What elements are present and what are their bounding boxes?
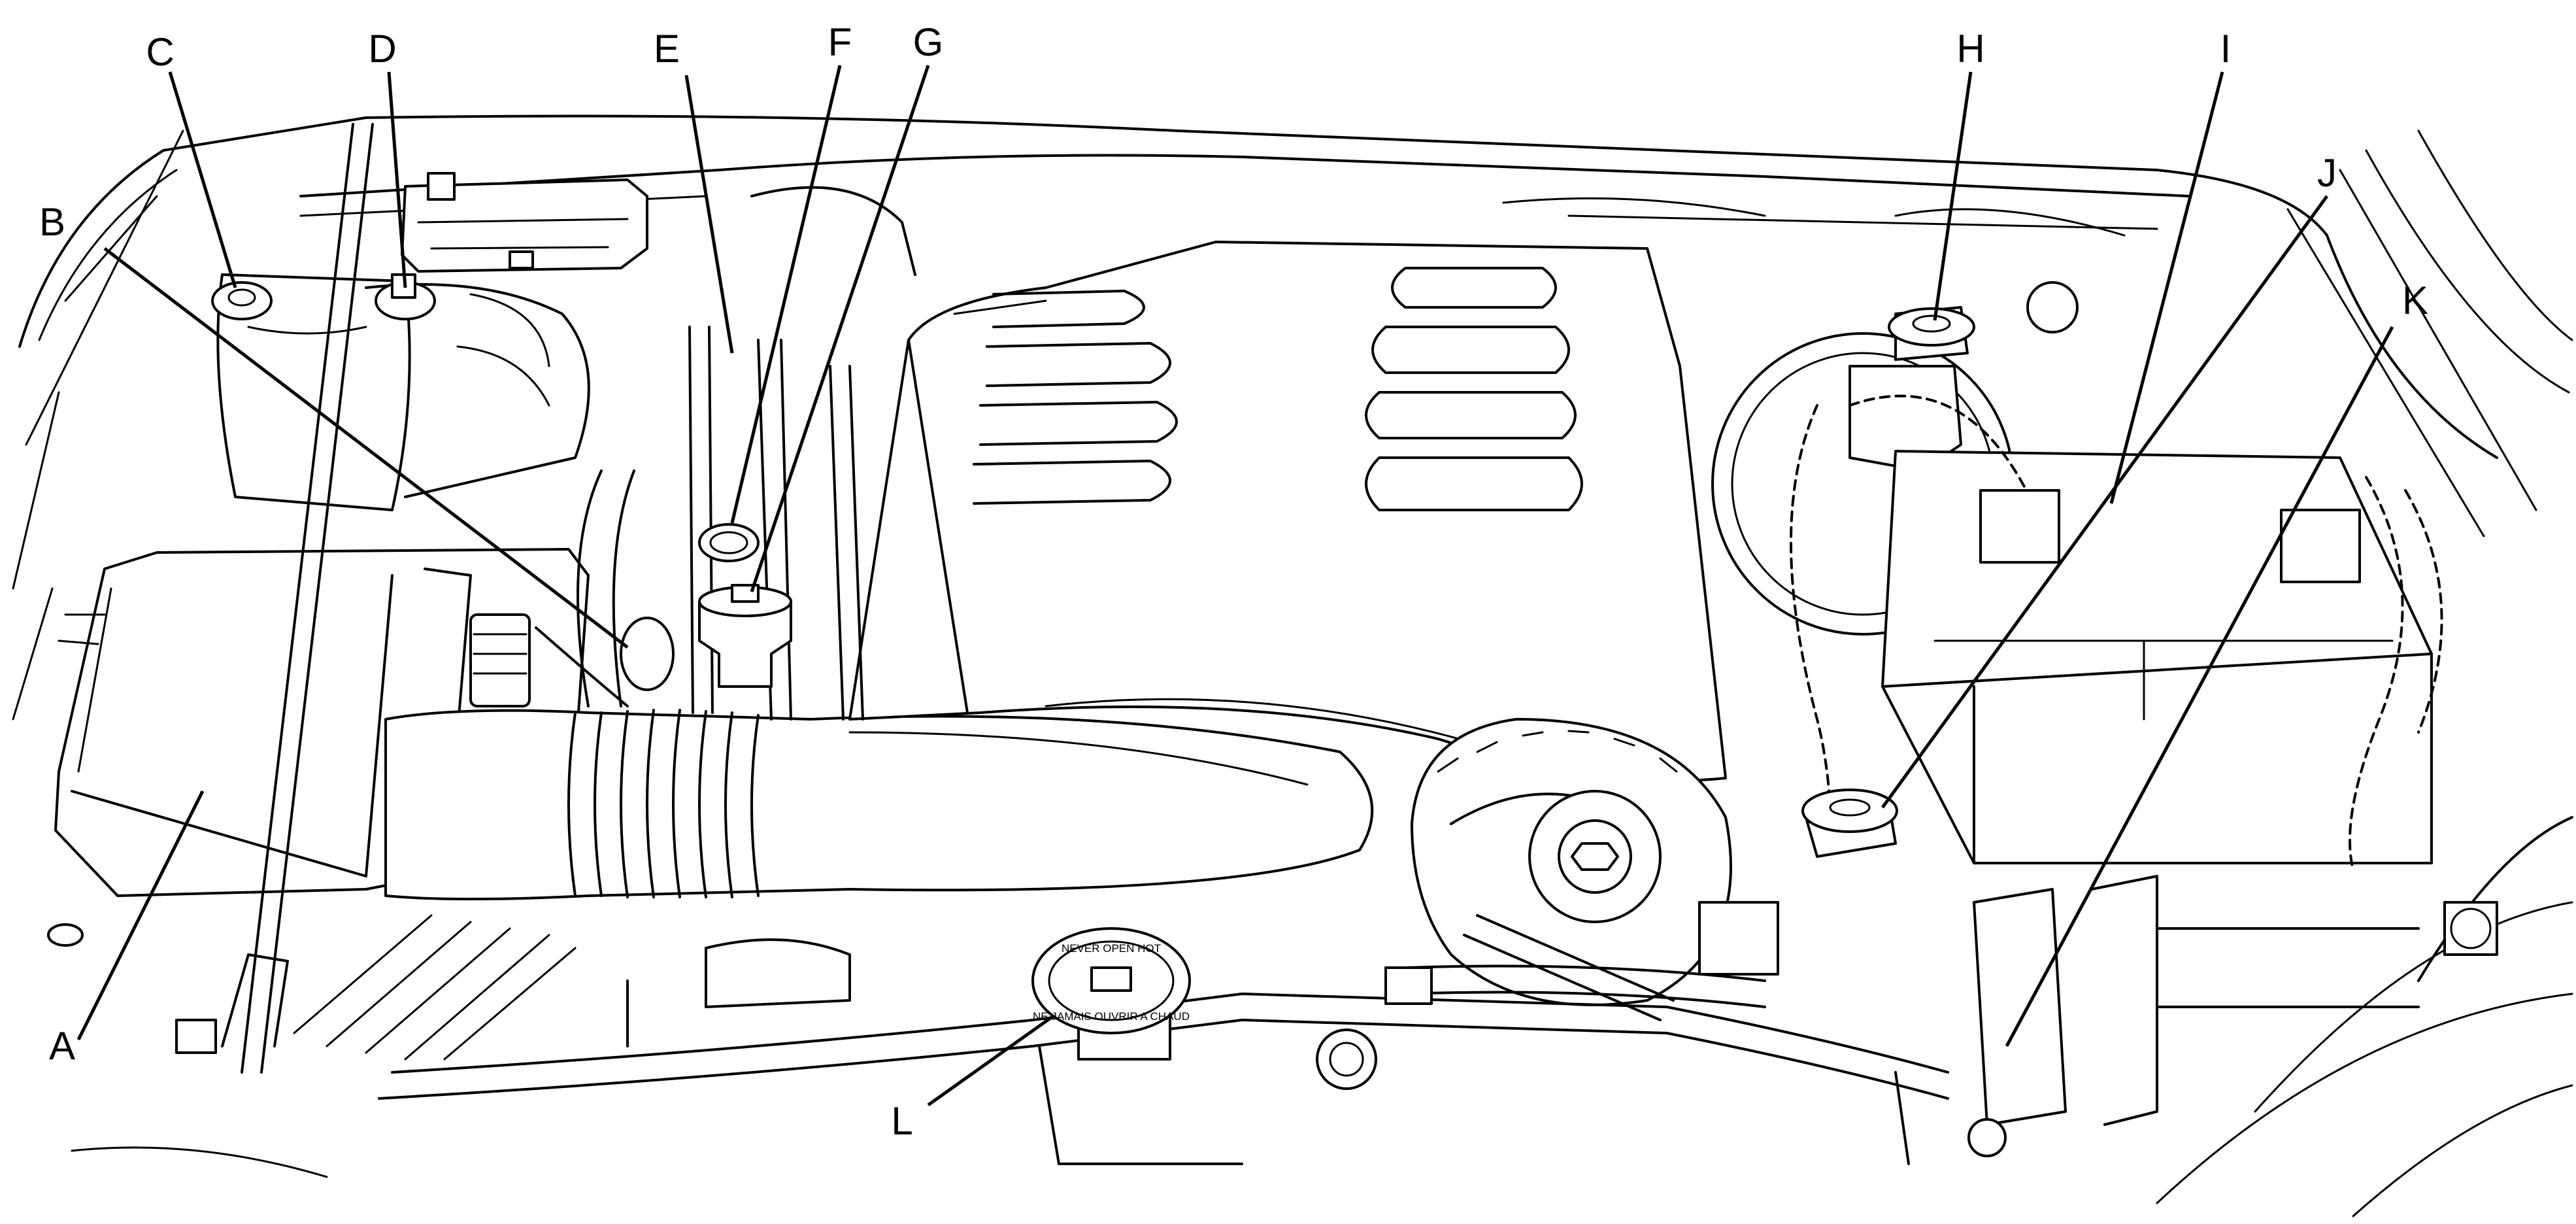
engine-cover bbox=[848, 241, 1727, 782]
label-l: L bbox=[891, 1099, 912, 1143]
oil-fill-ring bbox=[698, 523, 760, 562]
leader-e bbox=[684, 75, 734, 354]
label-j: J bbox=[2317, 151, 2337, 195]
power-steering-cap bbox=[1801, 789, 1898, 833]
leader-k bbox=[2005, 326, 2394, 1047]
power-steering-reservoir bbox=[1801, 789, 1898, 858]
b-fitting bbox=[620, 617, 675, 691]
label-f: F bbox=[828, 20, 852, 64]
radiator-area: NEVER OPEN HOT NE JAMAIS OUVRIR A CHAUD bbox=[378, 927, 1949, 1165]
callout-leaders bbox=[76, 65, 2394, 1107]
leader-l bbox=[927, 1015, 1054, 1107]
leader-c bbox=[168, 71, 237, 288]
label-k: K bbox=[2402, 279, 2428, 322]
battery-terminal-pos bbox=[1979, 489, 2060, 564]
label-c: C bbox=[146, 30, 174, 74]
leader-a bbox=[76, 790, 205, 1041]
label-e: E bbox=[654, 27, 680, 71]
battery-terminal-neg bbox=[2280, 509, 2361, 583]
reservoir-tanks bbox=[211, 273, 590, 511]
radiator-cap: NEVER OPEN HOT NE JAMAIS OUVRIR A CHAUD bbox=[1031, 927, 1191, 1034]
alternator bbox=[1411, 718, 1779, 1021]
label-g: G bbox=[913, 20, 944, 64]
leader-b bbox=[103, 247, 629, 649]
leader-d bbox=[387, 71, 407, 288]
label-b: B bbox=[39, 200, 65, 244]
leader-j bbox=[1881, 195, 2329, 809]
fuse-block bbox=[401, 172, 648, 273]
air-intake-duct bbox=[384, 709, 1374, 900]
hood-and-fender-outline bbox=[12, 114, 2573, 1217]
brake-master-cylinder bbox=[1711, 281, 2079, 636]
radiator-cap-text-1: NEVER OPEN HOT bbox=[1062, 942, 1161, 955]
leader-g bbox=[750, 65, 930, 592]
lower-components bbox=[47, 875, 2498, 1178]
hood-prop-rods bbox=[241, 123, 374, 1074]
label-d: D bbox=[368, 27, 396, 71]
label-a: A bbox=[49, 1024, 75, 1068]
brake-fluid-cap bbox=[1888, 307, 1975, 347]
label-i: I bbox=[2220, 27, 2232, 71]
callout-labels: A B C D E F G H I J K L bbox=[39, 20, 2428, 1143]
washer-fluid-cap bbox=[211, 281, 273, 320]
leader-h bbox=[1933, 71, 1973, 321]
label-h: H bbox=[1956, 27, 1984, 71]
battery bbox=[1790, 394, 2443, 871]
oil-fill-cap bbox=[698, 600, 792, 688]
radiator-cap-text-2: NE JAMAIS OUVRIR A CHAUD bbox=[1033, 1010, 1190, 1023]
dipstick-and-hoses bbox=[535, 326, 864, 721]
leader-i bbox=[2109, 71, 2224, 504]
leader-f bbox=[730, 65, 842, 524]
